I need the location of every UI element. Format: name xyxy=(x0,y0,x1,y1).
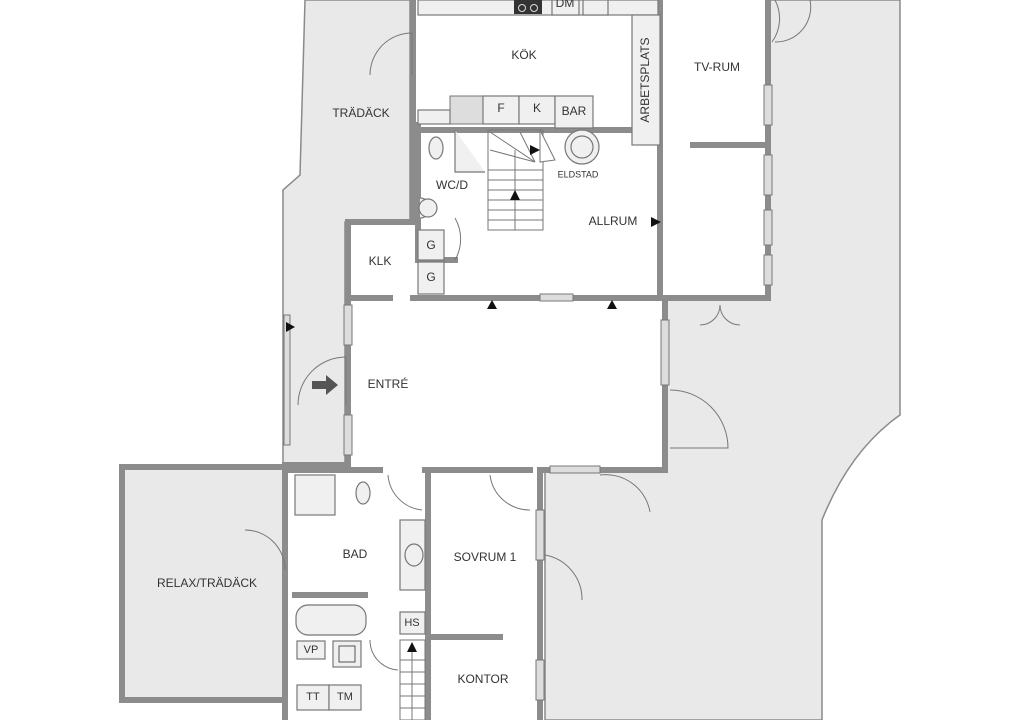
label-tt: TT xyxy=(306,691,320,703)
room-sovrum1: SOVRUM 1 xyxy=(454,550,517,564)
label-g1: G xyxy=(426,238,435,252)
door-swings xyxy=(244,0,812,671)
label-vp: VP xyxy=(304,644,319,656)
room-kontor: KONTOR xyxy=(457,672,508,686)
stair-arrow-icon xyxy=(530,145,540,155)
label-f: F xyxy=(497,101,504,115)
room-tv-rum: TV-RUM xyxy=(694,60,740,74)
direction-arrow-icon xyxy=(487,300,497,309)
label-dm: DM xyxy=(556,0,575,10)
kitchen-fixtures xyxy=(417,0,661,295)
label-tm: TM xyxy=(337,691,353,703)
windows xyxy=(283,84,773,701)
room-tradack: TRÄDÄCK xyxy=(332,106,389,120)
room-eldstad: ELDSTAD xyxy=(558,169,599,179)
stair-arrow-icon xyxy=(407,642,417,652)
label-hs: HS xyxy=(404,617,419,629)
label-bar: BAR xyxy=(562,104,587,118)
room-entre: ENTRÉ xyxy=(368,376,409,391)
room-kok: KÖK xyxy=(511,48,536,62)
staircase-lower xyxy=(399,639,426,720)
entrance-arrow-icon xyxy=(312,375,338,395)
direction-arrow-icon xyxy=(607,300,617,309)
stair-arrow-icon xyxy=(510,190,520,200)
room-allrum: ALLRUM xyxy=(589,214,638,228)
label-k: K xyxy=(533,101,541,115)
direction-arrow-icon xyxy=(286,322,295,332)
direction-arrow-icon xyxy=(651,217,661,227)
staircase-upper xyxy=(487,129,556,231)
room-relax-tradack: RELAX/TRÄDÄCK xyxy=(157,576,257,590)
room-arbetsplats: ARBETSPLATS xyxy=(638,37,652,122)
room-klk: KLK xyxy=(369,254,392,268)
room-wc-d: WC/D xyxy=(436,178,468,192)
room-bad: BAD xyxy=(343,547,368,561)
walls xyxy=(119,0,771,720)
label-g2: G xyxy=(426,270,435,284)
bath-fixtures xyxy=(294,130,485,711)
deck-right xyxy=(544,0,901,720)
